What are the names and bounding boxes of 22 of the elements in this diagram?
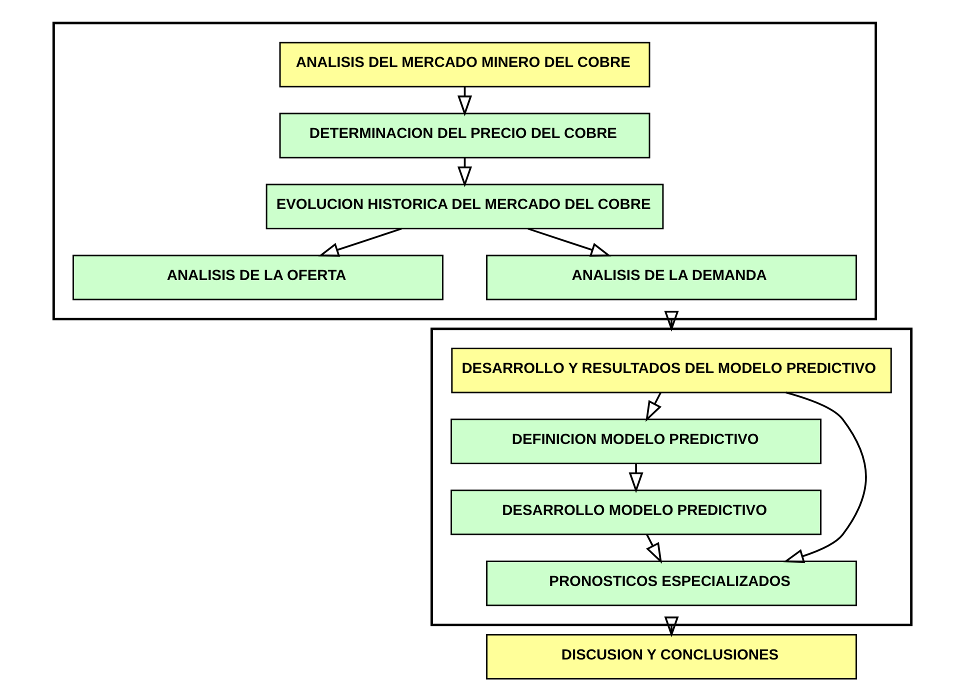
arrow <box>646 392 662 422</box>
node-box: DETERMINACION DEL PRECIO DEL COBRE <box>279 112 650 158</box>
node-box: DISCUSION Y CONCLUSIONES <box>486 634 857 680</box>
arrow <box>664 310 679 332</box>
arrow <box>646 534 662 564</box>
arrow <box>628 464 644 494</box>
node-box: DEFINICION MODELO PREDICTIVO <box>450 418 822 464</box>
node-box: PRONOSTICOS ESPECIALIZADOS <box>486 560 857 606</box>
node-box: ANALISIS DE LA OFERTA <box>72 254 444 300</box>
arrow <box>528 228 612 257</box>
cluster <box>430 328 913 626</box>
arrow <box>457 158 472 188</box>
node-box: ANALISIS DE LA DEMANDA <box>486 254 857 300</box>
arrow <box>783 392 867 564</box>
node-box: ANALISIS DEL MERCADO MINERO DEL COBRE <box>279 42 650 88</box>
arrow <box>664 616 679 638</box>
node-box: DESARROLLO Y RESULTADOS DEL MODELO PREDICTIVO <box>451 348 892 394</box>
arrow <box>457 86 472 116</box>
cluster <box>52 22 878 320</box>
node-box: EVOLUCION HISTORICA DEL MERCADO DEL COBRE <box>266 184 664 230</box>
node-box: DESARROLLO MODELO PREDICTIVO <box>450 490 822 536</box>
arrow <box>318 228 402 257</box>
